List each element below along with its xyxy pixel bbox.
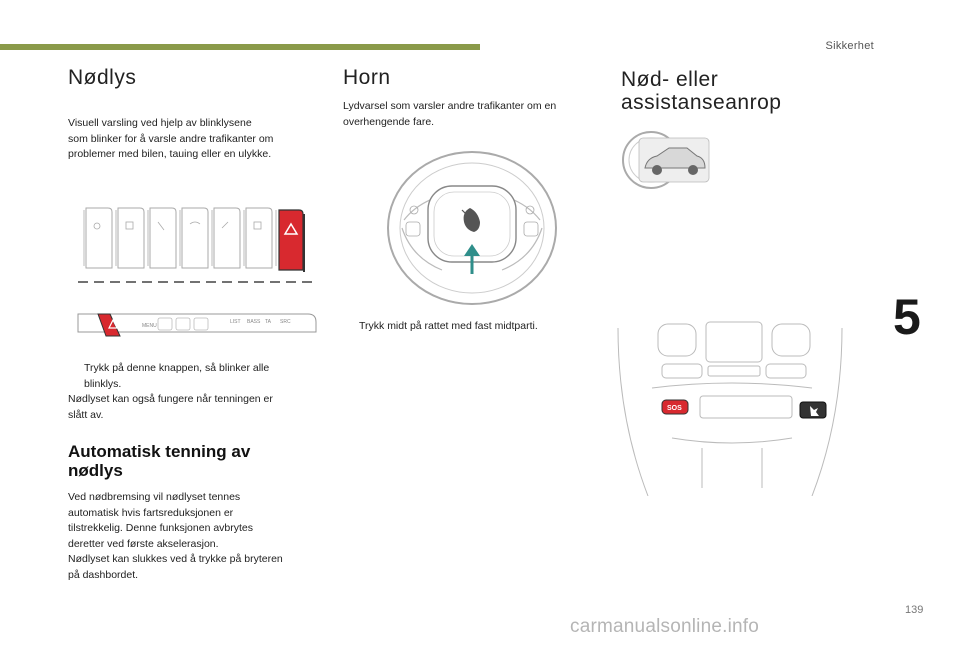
steering-wheel-illustration	[387, 151, 557, 305]
console-label-bass: BASS	[247, 319, 261, 325]
hazard-switch-illustration: MENU LIST BASS TA SRC	[77, 207, 318, 337]
intro-horn: Lydvarsel som varsler andre trafikanter …	[343, 100, 557, 128]
section-label: Sikkerhet	[825, 40, 874, 52]
title-horn: Horn	[343, 66, 391, 89]
bullet-nodlys: Trykk på denne knappen, så blinker alle …	[84, 362, 270, 390]
console-label-list: LIST	[230, 319, 241, 325]
sos-button-label: SOS	[667, 405, 682, 412]
connected-car-icon	[622, 131, 710, 189]
note-nodlys: Nødlyset kan også fungere når tenningen …	[68, 393, 273, 421]
title-nodlys: Nødlys	[68, 66, 137, 89]
watermark: carmanualsonline.info	[570, 616, 760, 637]
page-number: 139	[905, 604, 924, 616]
chapter-number: 5	[893, 289, 921, 345]
sos-console-illustration: SOS	[617, 321, 843, 496]
console-label-menu: MENU	[142, 323, 157, 329]
bullet-horn: Trykk midt på rattet med fast midtparti.	[359, 320, 538, 332]
intro-nodlys: Visuell varsling ved hjelp av blinklysen…	[68, 117, 274, 160]
console-label-ta: TA	[265, 319, 272, 325]
console-label-src: SRC	[280, 319, 291, 325]
header-accent-bar	[0, 44, 480, 50]
